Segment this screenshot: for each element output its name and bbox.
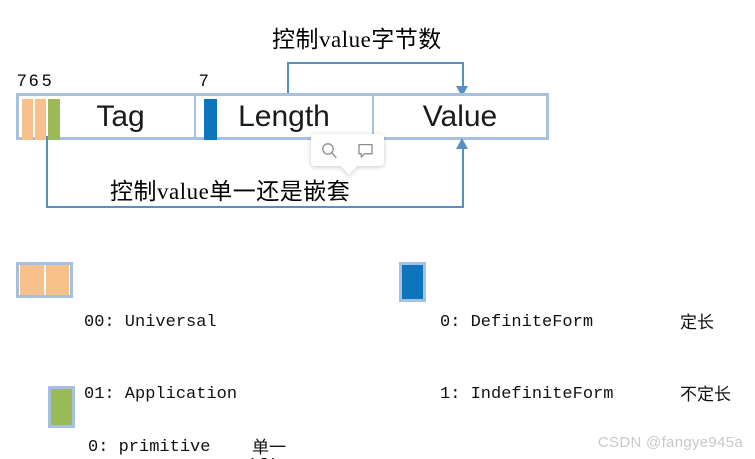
legend-text-pc-bit-cn: 单一 嵌套 (252, 388, 286, 459)
legend-line-class-10: 10: context-specific (84, 455, 288, 459)
length-form-bit-7-block (204, 99, 217, 140)
tag-pc-bit-5-block (48, 99, 60, 140)
legend-swatch-class-bits (16, 262, 73, 298)
legend-swatch-class-bit-half-right (45, 265, 69, 295)
search-icon[interactable] (321, 142, 338, 159)
legend-line-form-0: 0: DefiniteForm (440, 313, 594, 332)
comment-icon[interactable] (357, 142, 374, 159)
tag-class-bit-7-block (22, 99, 33, 140)
legend-text-length-form-cn: 定长 不定长 (680, 263, 731, 455)
tlv-cell-length-label: Length (238, 99, 330, 133)
legend-line-class-00: 00: Universal (84, 313, 217, 332)
legend-swatch-length-form (399, 262, 426, 302)
legend-text-pc-bit: 0: primitive 1: constructed (88, 388, 231, 459)
top-bracket-right-leg (462, 62, 464, 90)
tag-bit-label-5: 5 (42, 71, 52, 90)
tlv-cell-tag-label: Tag (96, 99, 145, 133)
length-bit-label-7: 7 (199, 71, 209, 90)
watermark: CSDN @fangye945a (597, 434, 743, 451)
legend-line-form-1: 1: IndefiniteForm (440, 385, 614, 404)
tlv-cell-value-label: Value (422, 99, 498, 133)
top-bracket-arrow-icon (456, 86, 468, 97)
legend-swatch-pc-bit (48, 386, 75, 428)
legend-line-class-01: 01: Application (84, 385, 238, 404)
tlv-cell-tag: Tag (19, 96, 196, 137)
bottom-bracket-left-leg (46, 136, 48, 208)
bottom-bracket-horizontal (46, 206, 464, 208)
legend-line-form-cn-0: 定长 (680, 313, 714, 332)
legend-text-class-bits: 00: Universal 01: Application 10: contex… (84, 263, 288, 459)
tag-bit-label-7: 7 (17, 71, 27, 90)
legend-line-form-cn-1: 不定长 (680, 385, 731, 404)
top-bracket-left-leg (287, 62, 289, 98)
top-annotation-label: 控制value字节数 (272, 27, 442, 52)
tag-bit-label-6: 6 (29, 71, 39, 90)
legend-text-length-form: 0: DefiniteForm 1: IndefiniteForm (440, 263, 613, 455)
floating-toolbar-popup[interactable] (311, 134, 384, 166)
bottom-bracket-right-leg (462, 148, 464, 207)
tlv-cell-length: Length (196, 96, 374, 137)
legend-swatch-class-bit-half-left (20, 265, 44, 295)
tlv-structure-bar: Tag Length Value (16, 93, 549, 140)
bottom-bracket-arrow-icon (456, 138, 468, 149)
top-bracket-horizontal (287, 62, 463, 64)
legend-line-pc-cn-0: 单一 (252, 438, 286, 457)
legend-line-pc-0: 0: primitive (88, 438, 211, 457)
bottom-annotation-label: 控制value单一还是嵌套 (110, 179, 351, 204)
tag-class-bit-6-block (35, 99, 46, 140)
tlv-cell-value: Value (374, 96, 546, 137)
